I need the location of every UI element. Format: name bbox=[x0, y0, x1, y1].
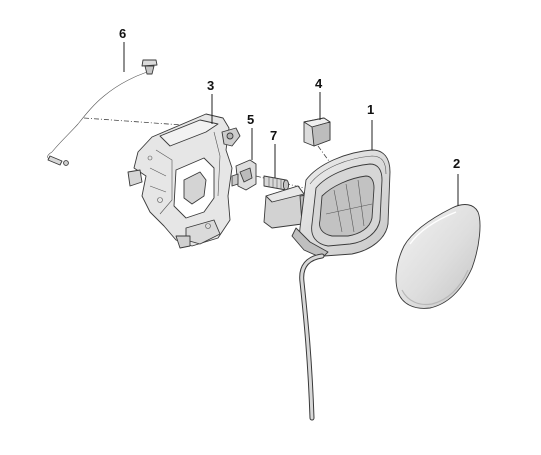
part-5-actuator bbox=[231, 159, 257, 191]
part-7-spring bbox=[263, 175, 290, 191]
part-4-clip bbox=[303, 117, 331, 147]
part-3-bracket bbox=[127, 113, 241, 249]
callout-6: 6 bbox=[119, 26, 126, 41]
callout-5: 5 bbox=[247, 112, 254, 127]
callout-3: 3 bbox=[207, 78, 214, 93]
callout-4: 4 bbox=[315, 76, 323, 91]
part-6-cable bbox=[47, 59, 158, 166]
callout-7: 7 bbox=[270, 128, 277, 143]
part-1-drain-hose bbox=[299, 253, 325, 421]
part-2-flap bbox=[395, 204, 481, 309]
part-1-housing bbox=[263, 149, 391, 259]
callout-1: 1 bbox=[367, 102, 374, 117]
callout-2: 2 bbox=[453, 156, 460, 171]
